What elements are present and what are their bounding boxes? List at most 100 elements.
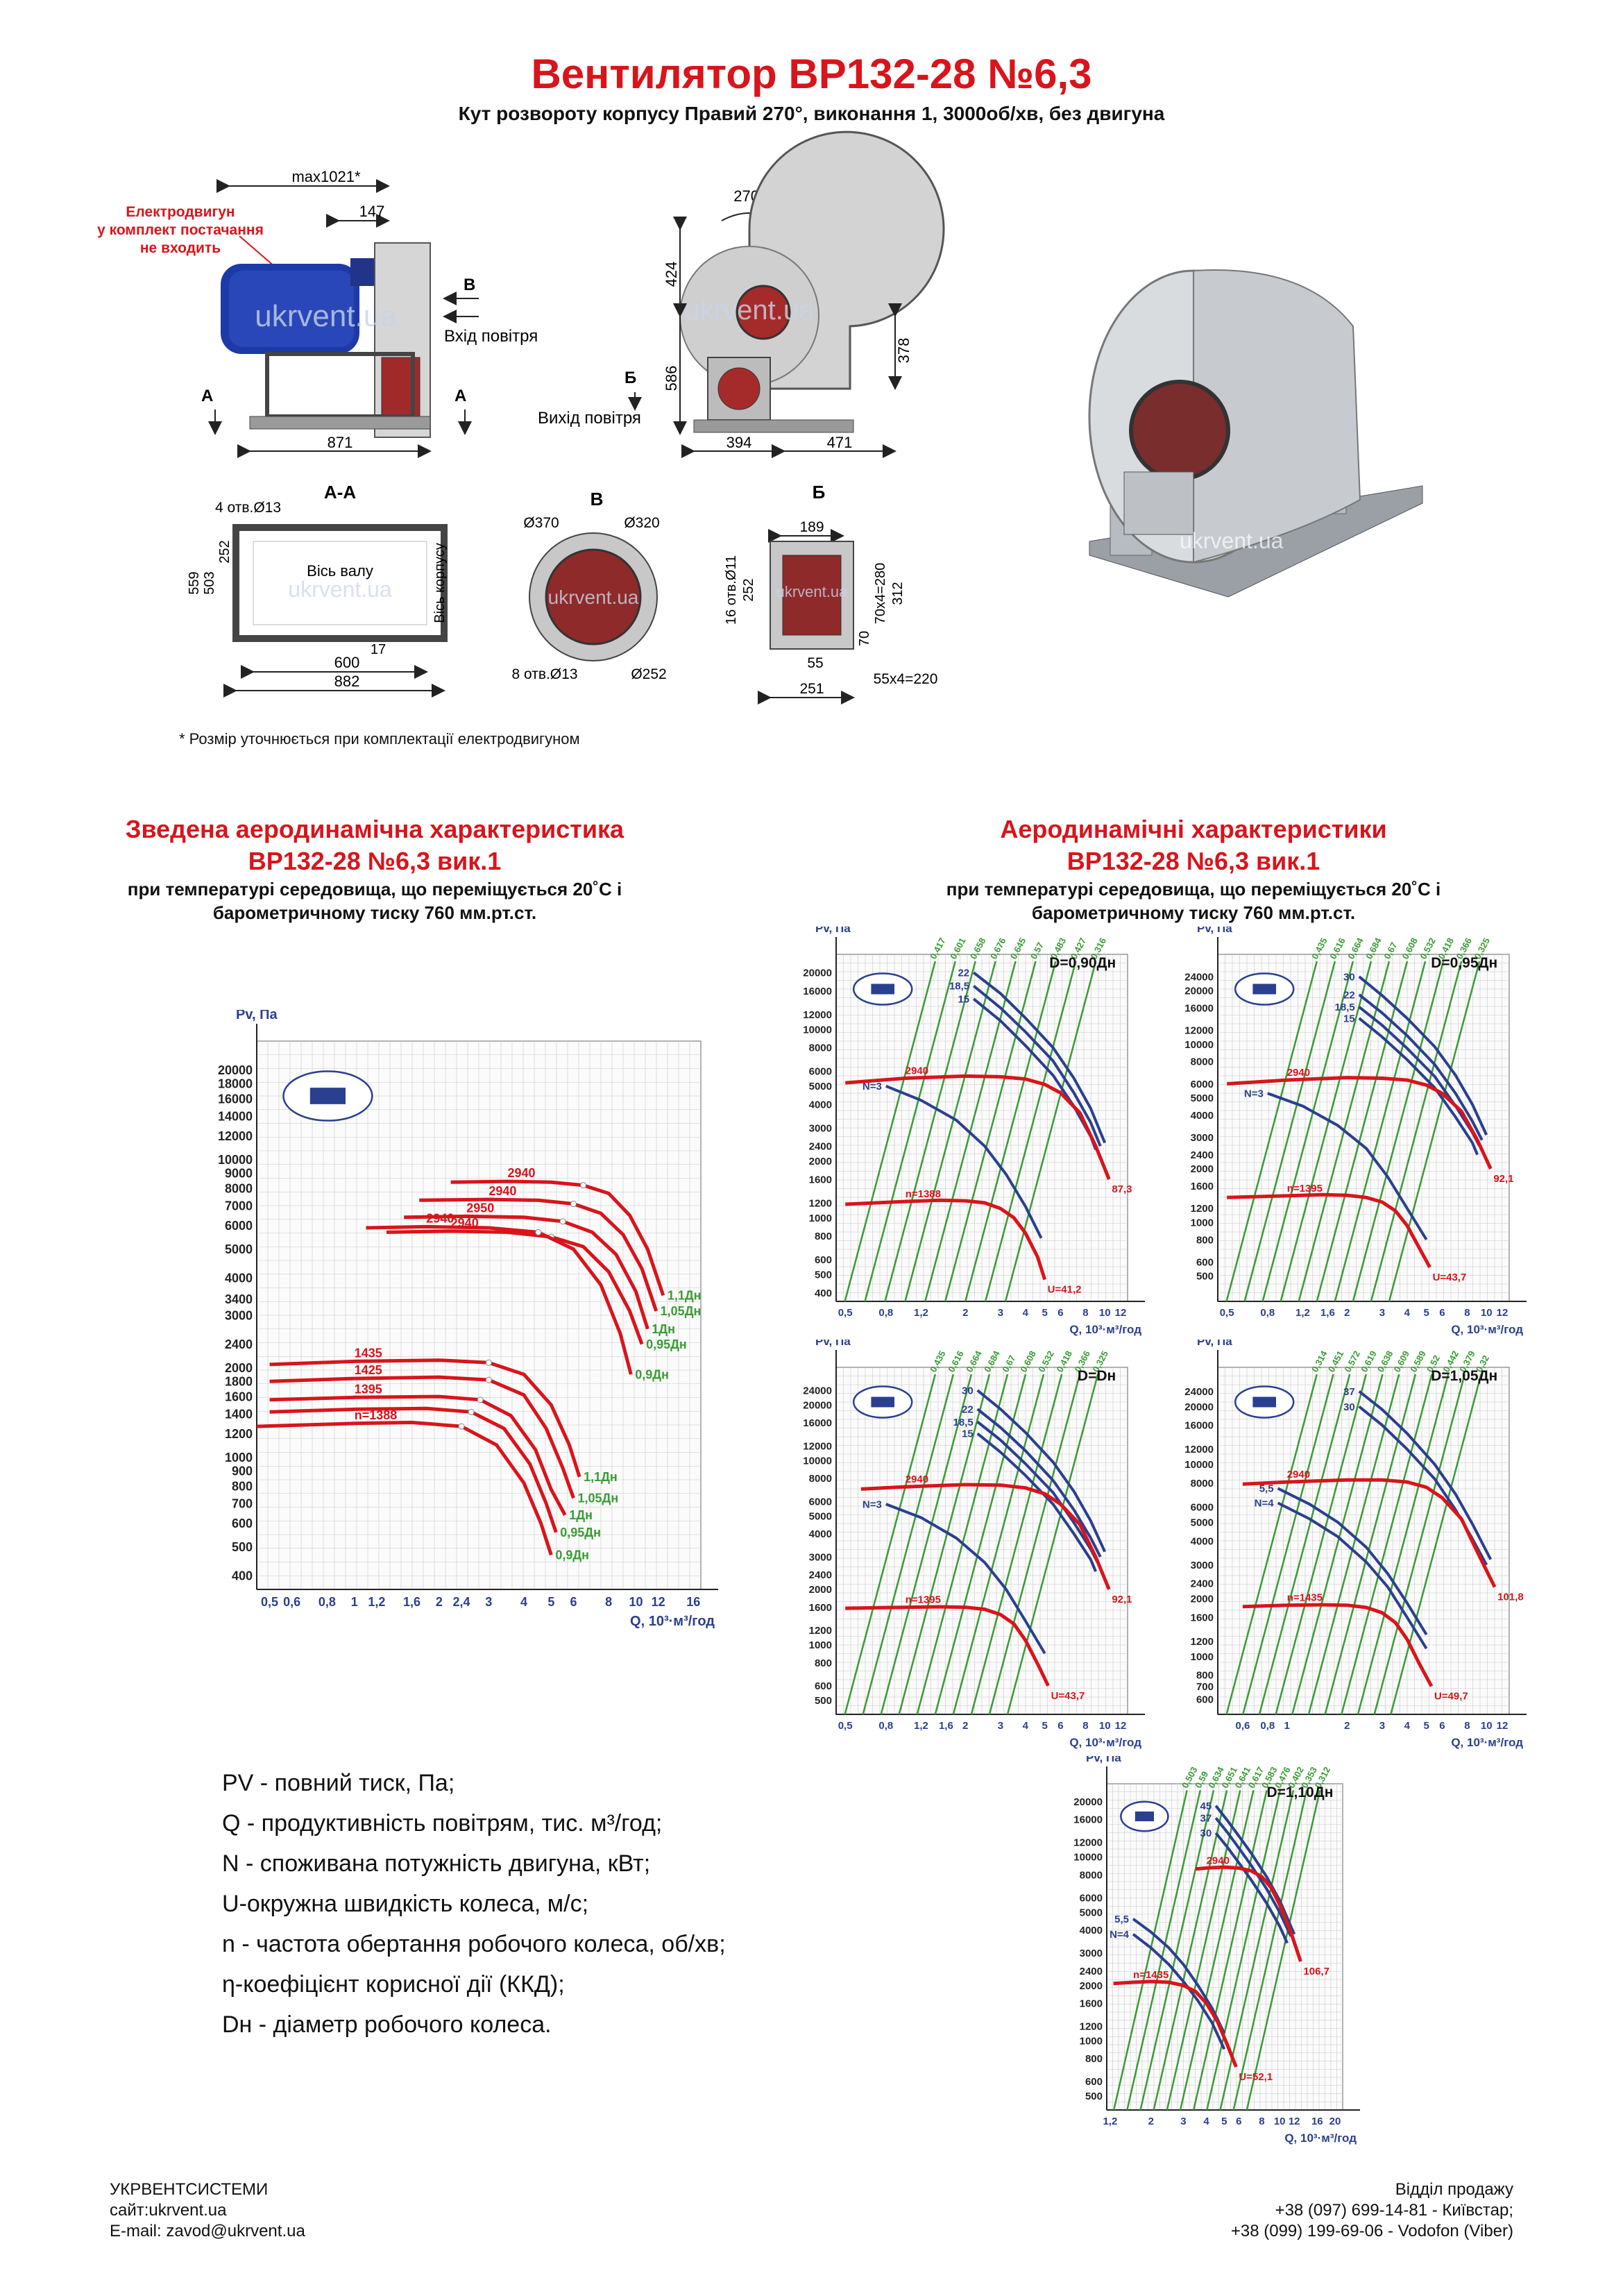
power-label: 18,5 (1335, 1002, 1355, 1013)
series-line (419, 1197, 658, 1312)
speed-curve (1227, 1192, 1431, 1268)
speed-curve (860, 1483, 1111, 1590)
speed-curve-label: n=1395 (1287, 1183, 1323, 1195)
max-speed-label: 101,8 (1497, 1592, 1524, 1603)
y-tick-label: 800 (1196, 1670, 1214, 1682)
y-tick-label: 2400 (225, 1337, 253, 1351)
x-tick-label: 1,2 (1103, 2116, 1117, 2127)
x-tick-label: 0,6 (1235, 1720, 1250, 1732)
x-tick-label: 3 (1379, 1720, 1385, 1732)
y-tick-label: 5000 (1080, 1907, 1103, 1918)
power-label: 18,5 (953, 1417, 974, 1428)
x-tick-label: 1 (1284, 1720, 1290, 1732)
legend-item: η-коефіцієнт корисної дії (ККД); (222, 1971, 565, 1998)
y-tick-label: 3000 (1191, 1560, 1214, 1571)
svg-text:Б: Б (624, 369, 636, 387)
y-tick-label: 2000 (809, 1584, 832, 1596)
y-tick-label: 1000 (1191, 1651, 1214, 1663)
speed-curve-label: n=1435 (1287, 1592, 1323, 1604)
efficiency-line (1206, 1790, 1281, 2111)
y-tick-label: 800 (1085, 2053, 1103, 2065)
sales-phone-1[interactable]: +38 (097) 699-14-81 - Київстар; (1275, 2201, 1513, 2220)
min-speed-label: U=52,1 (1239, 2071, 1273, 2083)
y-tick-label: 10000 (1073, 1852, 1103, 1864)
svg-text:А: А (454, 387, 466, 405)
y-tick-label: 400 (815, 1288, 832, 1299)
company-email[interactable]: E-mail: zavod@ukrvent.ua (110, 2222, 305, 2240)
svg-text:Ø320: Ø320 (624, 515, 659, 531)
y-axis-label: Pv, Па (1086, 1756, 1121, 1764)
air-out-label: Вихід повітря (538, 409, 641, 428)
y-tick-label: 6000 (1191, 1502, 1214, 1514)
chart-title: D=1,05Дн (1431, 1368, 1497, 1384)
x-tick-label: 12 (652, 1595, 665, 1609)
svg-text:А-А: А-А (324, 482, 356, 503)
x-tick-label: 10 (1099, 1307, 1111, 1319)
speed-curve-label: 2940 (906, 1065, 928, 1077)
svg-text:871: 871 (328, 434, 353, 451)
company-site[interactable]: сайт:ukrvent.ua (110, 2201, 227, 2220)
view-b-drawing: Б 189 ukrvent.ua 16 отв.Ø11 252 70x4=280… (724, 482, 938, 704)
summary-sub-1: при температурі середовища, що переміщує… (127, 879, 622, 900)
y-tick-label: 2000 (225, 1361, 253, 1375)
efficiency-line (964, 961, 1057, 1302)
x-tick-label: 1,2 (914, 1720, 928, 1732)
series-label: 1,1Дн (584, 1470, 618, 1484)
x-tick-label: 5 (1221, 2116, 1227, 2127)
y-tick-label: 800 (815, 1657, 832, 1669)
y-tick-label: 1400 (225, 1407, 253, 1421)
svg-text:252: 252 (217, 540, 232, 563)
series-line (269, 1394, 567, 1516)
y-tick-label: 2400 (809, 1141, 832, 1153)
svg-text:55x4=220: 55x4=220 (874, 671, 938, 687)
series-label: 0,95Дн (646, 1337, 687, 1351)
svg-text:600: 600 (334, 654, 360, 671)
data-point (477, 1396, 484, 1403)
y-tick-label: 10000 (218, 1153, 253, 1167)
y-tick-label: 20000 (803, 1399, 832, 1411)
logo-badge (852, 972, 913, 1006)
svg-text:424: 424 (663, 262, 680, 287)
x-tick-label: 0,5 (838, 1720, 853, 1732)
sales-phone-2[interactable]: +38 (099) 199-69-06 - Vodofon (Viber) (1230, 2222, 1513, 2240)
summary-sub-2: барометричному тиску 760 мм.рт.ст. (212, 902, 537, 923)
efficiency-line (862, 1374, 955, 1715)
svg-text:8 отв.Ø13: 8 отв.Ø13 (511, 666, 577, 682)
y-tick-label: 24000 (1184, 971, 1214, 983)
power-label: 5,5 (1114, 1914, 1129, 1925)
svg-text:394: 394 (726, 434, 752, 451)
x-tick-label: 12 (1497, 1720, 1509, 1732)
symbols-legend: PV - повний тиск, Па; Q - продуктивність… (222, 1763, 847, 2045)
svg-text:55: 55 (807, 655, 823, 671)
y-tick-label: 500 (815, 1695, 832, 1707)
y-tick-label: 10000 (1184, 1459, 1214, 1471)
y-tick-label: 600 (232, 1517, 253, 1530)
x-tick-label: 5 (1042, 1720, 1048, 1732)
y-tick-label: 3000 (809, 1122, 832, 1134)
x-tick-label: 2 (1344, 1307, 1350, 1319)
y-tick-label: 6000 (1191, 1079, 1214, 1090)
efficiency-line (1390, 1374, 1482, 1715)
logo-badge (282, 1070, 373, 1122)
air-in-label: Вхід повітря (444, 327, 538, 346)
technical-drawings: max1021* 147 Електродвигун у комплект по… (97, 130, 1423, 704)
x-tick-label: 0,8 (878, 1720, 893, 1732)
power-label: 30 (1343, 971, 1355, 983)
series-label: 0,95Дн (560, 1526, 601, 1539)
efficiency-line (1352, 961, 1445, 1302)
x-tick-label: 4 (1404, 1720, 1411, 1732)
x-tick-label: 0,8 (318, 1595, 336, 1609)
x-axis-label: Q, 10³·м³/год (1451, 1323, 1523, 1336)
power-curve (1358, 993, 1484, 1141)
y-tick-label: 12000 (803, 1009, 832, 1021)
y-tick-label: 600 (815, 1254, 832, 1266)
series-line (450, 1179, 665, 1297)
speed-curve (1242, 1603, 1434, 1687)
series-line (404, 1214, 649, 1330)
x-tick-label: 5 (1424, 1720, 1429, 1732)
efficiency-line (904, 961, 996, 1302)
side-view-drawing: max1021* 147 Електродвигун у комплект по… (97, 168, 538, 458)
x-tick-label: 6 (570, 1595, 577, 1609)
x-axis-label: Q, 10³·м³/год (1284, 2132, 1357, 2145)
